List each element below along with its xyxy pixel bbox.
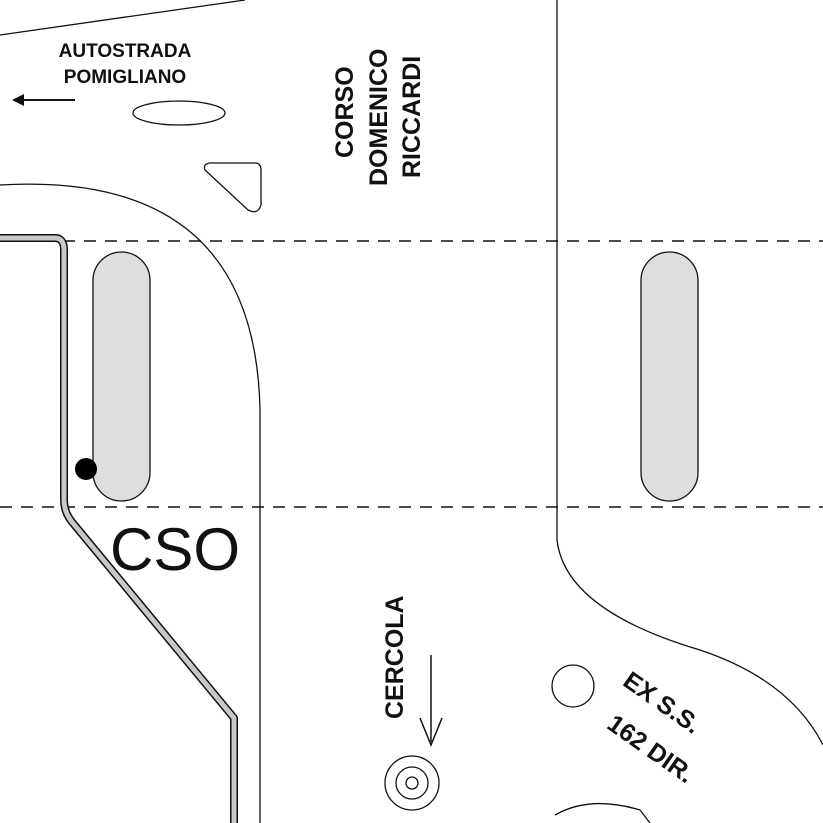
label-autostrada-line2: POMIGLIANO	[63, 67, 187, 88]
roundabout-circle	[551, 664, 595, 708]
location-marker-icon	[75, 458, 97, 480]
target-circle-icon	[384, 755, 440, 811]
arrow-left-icon	[12, 94, 75, 106]
label-cercola: CERCOLA	[381, 595, 409, 719]
label-corso-line2: DOMENICO	[365, 48, 393, 187]
median-island-right	[640, 251, 699, 502]
label-corso-line3: RICCARDI	[398, 55, 426, 178]
label-cso: CSO	[110, 516, 241, 583]
arrow-down-icon	[419, 655, 443, 747]
road-edge-left-curve	[0, 183, 261, 823]
label-autostrada-pomigliano: AUTOSTRADA POMIGLIANO	[30, 39, 220, 91]
road-edge-bottom-curve	[554, 802, 651, 823]
oval-island	[132, 100, 226, 126]
road-edge-top	[0, 0, 246, 36]
triangle-island	[203, 162, 262, 213]
label-corso-line1: CORSO	[331, 66, 359, 158]
label-autostrada-line1: AUTOSTRADA	[58, 41, 192, 62]
road-edge-right	[556, 0, 823, 746]
median-island-left	[92, 251, 151, 502]
